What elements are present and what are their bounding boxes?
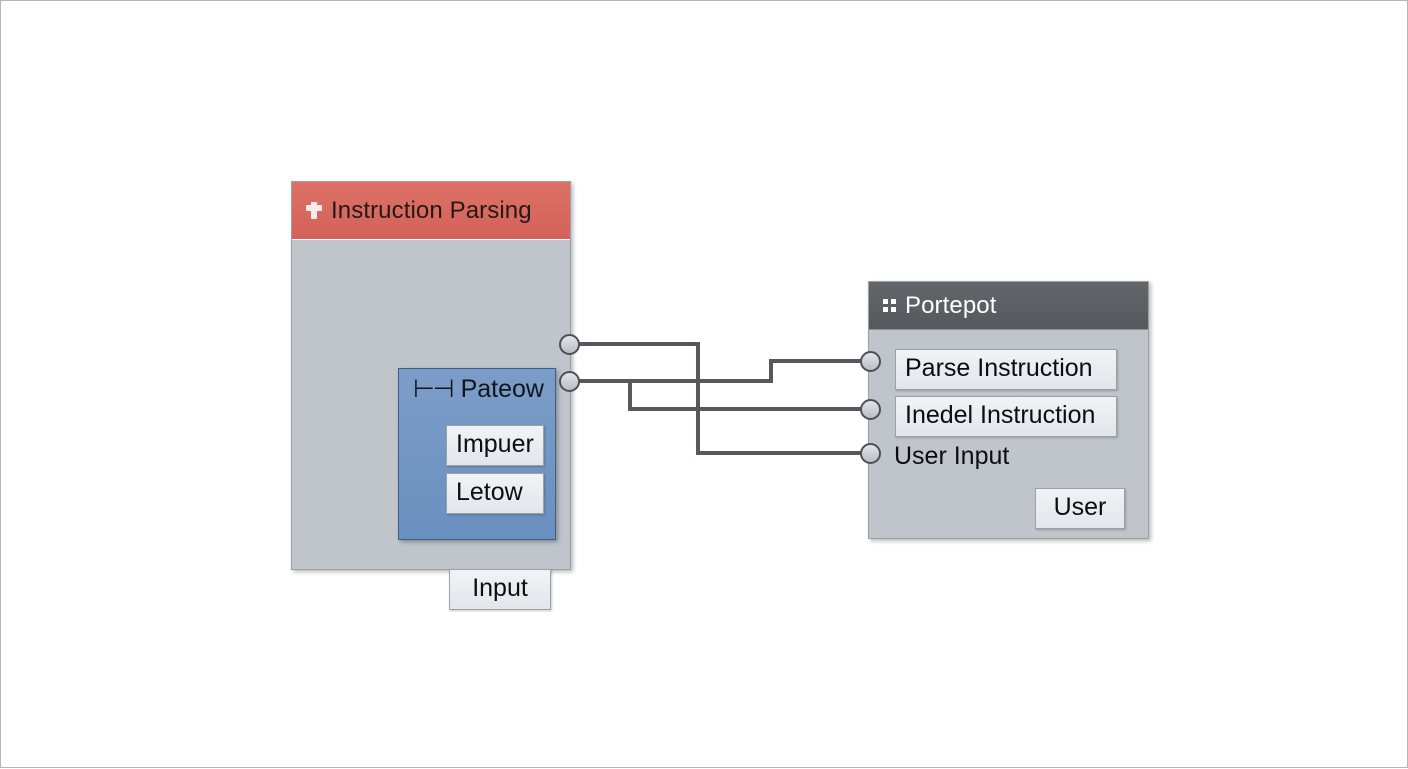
panel-portepot[interactable]: Portepot Parse Instruction Inedel Instru… (868, 281, 1149, 539)
pateow-out-port-2[interactable] (559, 371, 580, 392)
wire-branch-to-inedel-instruction (628, 381, 862, 411)
panel-header-instruction-parsing[interactable]: Instruction Parsing (292, 182, 570, 240)
row-inedel-instruction[interactable]: Inedel Instruction (895, 396, 1117, 437)
panel-body-portepot: Parse Instruction Inedel Instruction Use… (869, 330, 1148, 540)
node-field-letow[interactable]: Letow (446, 473, 544, 514)
plug-icon (306, 201, 322, 220)
pateow-out-port-1[interactable] (559, 334, 580, 355)
panel-instruction-parsing[interactable]: Instruction Parsing ⊢⊣ Pateow Impuer Let… (291, 181, 571, 610)
node-title-label: Pateow (460, 375, 544, 403)
node-title-pateow: ⊢⊣ Pateow (399, 369, 555, 404)
panel-header-portepot[interactable]: Portepot (869, 282, 1148, 330)
inedel-instruction-in-port[interactable] (860, 399, 881, 420)
parse-instruction-in-port[interactable] (860, 351, 881, 372)
panel-title-portepot: Portepot (905, 291, 997, 319)
panel-title-instruction-parsing: Instruction Parsing (331, 196, 532, 224)
node-field-impuer[interactable]: Impuer (446, 425, 544, 466)
panel-body-instruction-parsing: ⊢⊣ Pateow Impuer Letow Input (292, 240, 570, 610)
node-pateow[interactable]: ⊢⊣ Pateow Impuer Letow (398, 368, 556, 540)
row-parse-instruction[interactable]: Parse Instruction (895, 349, 1117, 390)
wire-pateow-out1-to-user-input (579, 342, 862, 455)
wire-pateow-out2-to-parse-instruction (579, 359, 862, 383)
user-input-in-port[interactable] (860, 443, 881, 464)
panel-field-input[interactable]: Input (449, 569, 551, 610)
panel-field-user[interactable]: User (1035, 488, 1125, 529)
grid-icon (883, 299, 896, 312)
row-user-input: User Input (894, 442, 1010, 470)
hbar-icon: ⊢⊣ (413, 375, 455, 403)
